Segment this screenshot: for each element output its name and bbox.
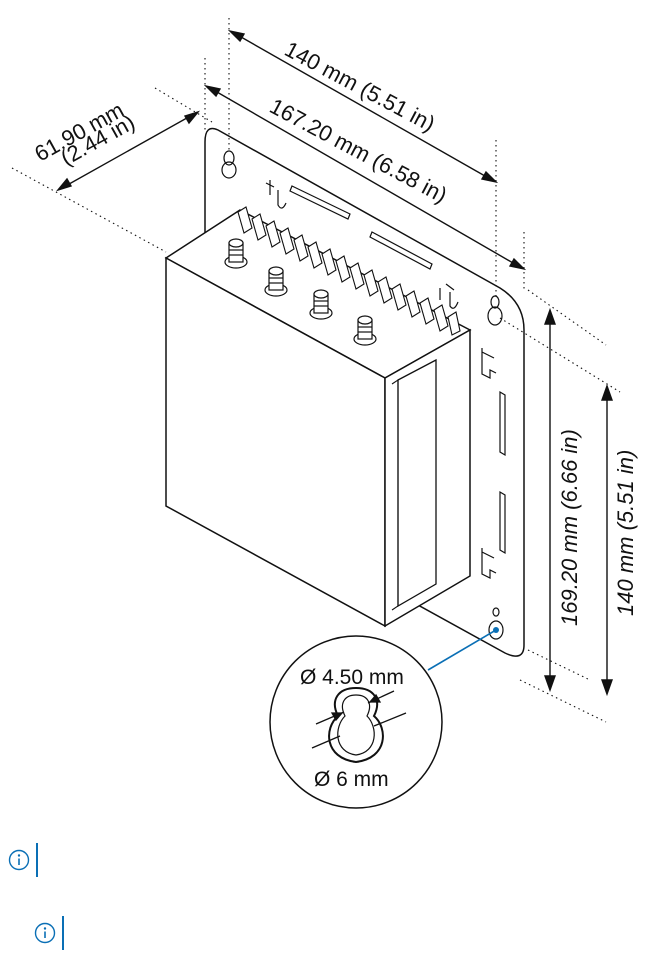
keyhole-slot-bottom-right bbox=[488, 607, 504, 640]
keyhole-slot-top-left bbox=[221, 150, 237, 179]
plate-slot bbox=[499, 490, 506, 555]
antenna-connectors bbox=[224, 238, 377, 346]
note-accent-bar bbox=[62, 916, 64, 950]
note-row bbox=[34, 916, 64, 950]
plate-hook bbox=[481, 548, 497, 579]
plate-slot bbox=[289, 185, 351, 220]
callout-label-inner-diameter: Ø 4.50 mm bbox=[300, 666, 404, 689]
callout-target-dot bbox=[493, 627, 499, 633]
callout-circle bbox=[269, 635, 443, 809]
antenna-connector bbox=[224, 238, 248, 269]
antenna-connector bbox=[309, 289, 333, 320]
extension-lines bbox=[11, 18, 621, 723]
plate-slot bbox=[499, 390, 506, 457]
antenna-connector bbox=[353, 315, 377, 346]
plate-hook bbox=[481, 348, 497, 379]
plate-slot bbox=[369, 231, 433, 270]
info-icon bbox=[8, 849, 30, 871]
keyhole-detail-callout: Ø 4.50 mm Ø 6 mm bbox=[269, 627, 499, 809]
note-row bbox=[8, 843, 38, 877]
diameter-indicators bbox=[311, 690, 407, 749]
callout-leader-line bbox=[427, 629, 497, 671]
dimension-label-side-hole-spacing: 140 mm (5.51 in) bbox=[613, 450, 638, 616]
dimension-lines bbox=[55, 29, 613, 697]
keyhole-slot-top-right bbox=[487, 295, 503, 326]
mounting-dimensions-diagram: 140 mm (5.51 in) 167.20 mm (6.58 in) 61.… bbox=[11, 18, 638, 809]
antenna-connector bbox=[264, 266, 288, 297]
note-accent-bar bbox=[36, 843, 38, 877]
callout-label-outer-diameter: Ø 6 mm bbox=[314, 768, 389, 791]
keyhole-detail-shape bbox=[328, 686, 384, 764]
heatsink-fins bbox=[237, 206, 461, 336]
info-icon bbox=[34, 922, 56, 944]
plate-hook bbox=[439, 283, 459, 309]
dimension-label-overall-height: 169.20 mm (6.66 in) bbox=[557, 429, 582, 626]
plate-hook bbox=[265, 180, 287, 209]
